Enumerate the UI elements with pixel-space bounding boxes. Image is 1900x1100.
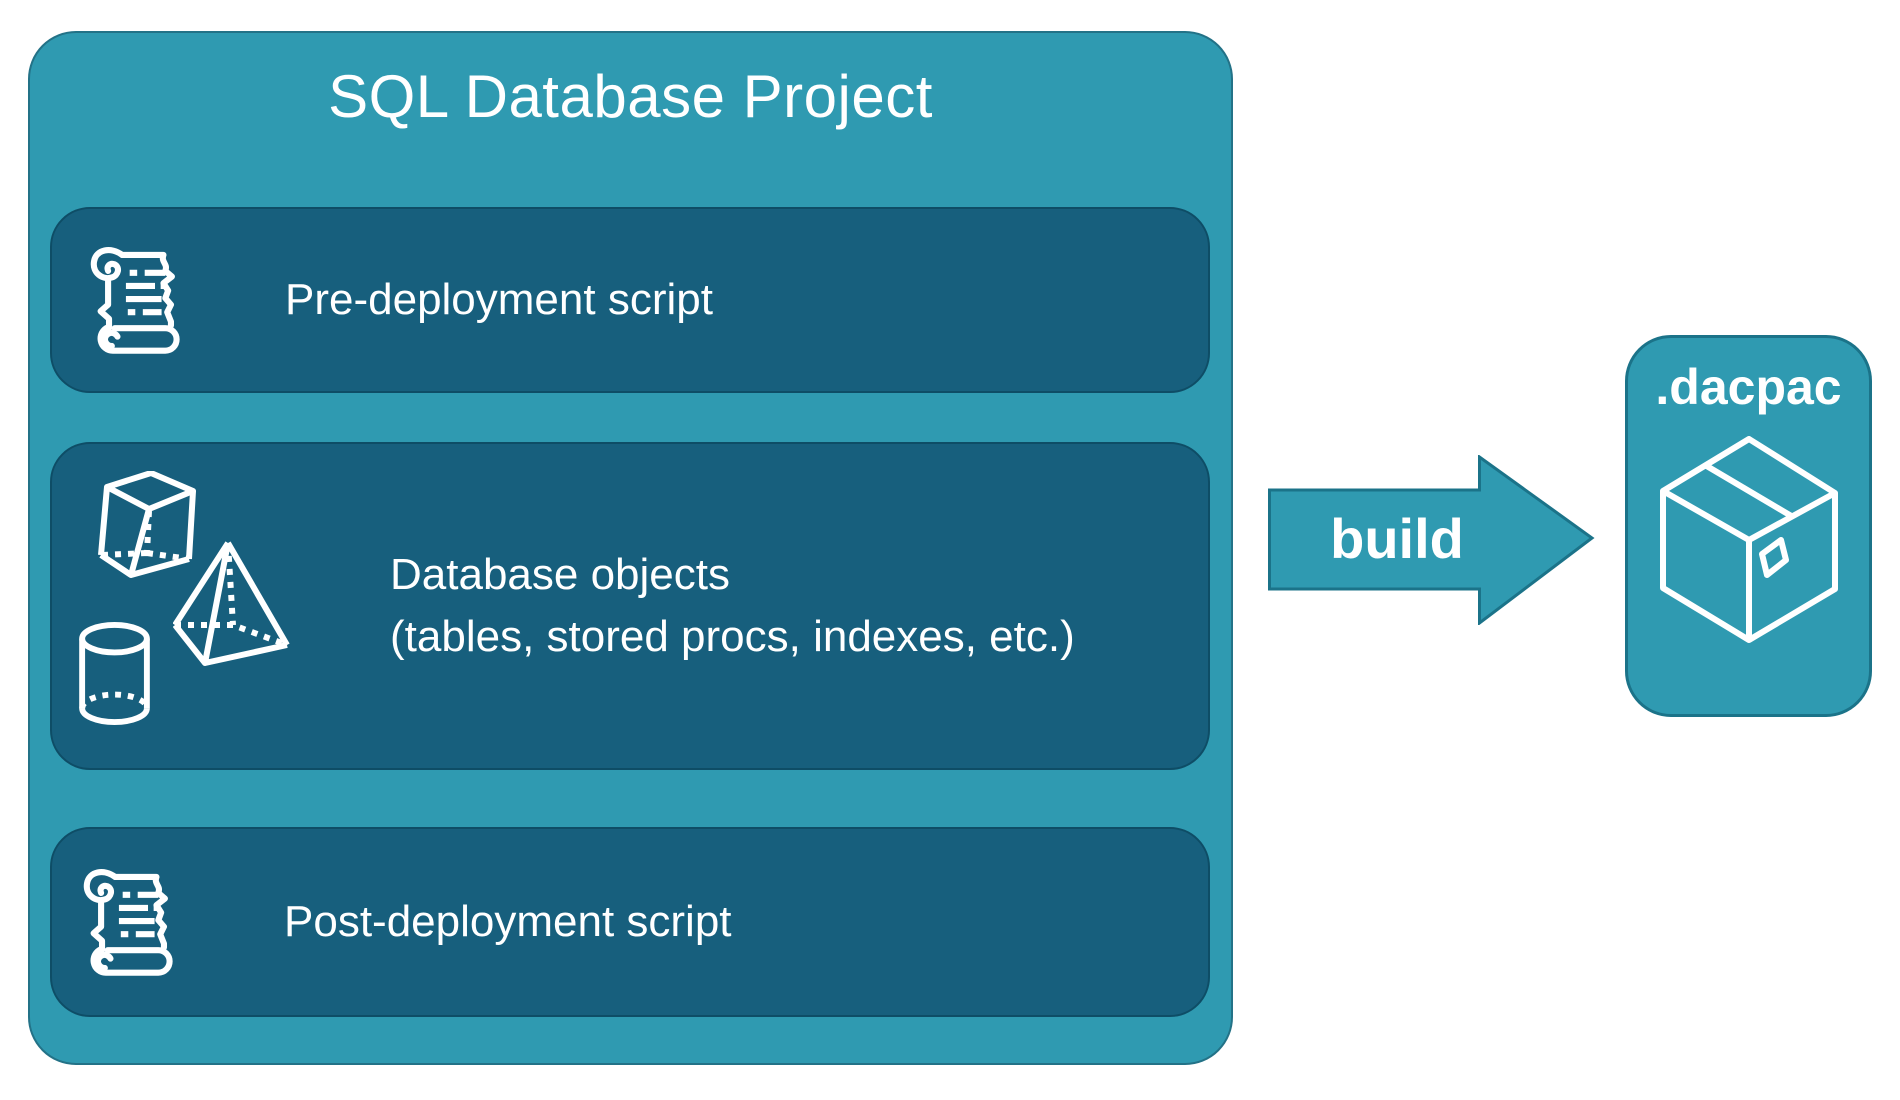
database-objects-row: Database objects (tables, stored procs, … bbox=[50, 442, 1210, 770]
post-deployment-row: Post-deployment script bbox=[50, 827, 1210, 1017]
database-objects-line2: (tables, stored procs, indexes, etc.) bbox=[390, 612, 1075, 661]
post-deployment-label: Post-deployment script bbox=[284, 897, 732, 946]
pyramid-icon bbox=[173, 541, 290, 666]
build-arrow-label: build bbox=[1330, 507, 1464, 570]
sql-database-project-container: SQL Database Project Pre-deployment scri… bbox=[28, 31, 1233, 1065]
project-title: SQL Database Project bbox=[328, 63, 933, 130]
dacpac-output-box: .dacpac bbox=[1625, 335, 1872, 717]
scroll-icon bbox=[83, 869, 173, 976]
database-objects-line1: Database objects bbox=[390, 550, 730, 599]
cylinder-icon bbox=[79, 622, 150, 725]
build-arrow bbox=[1268, 455, 1595, 625]
database-objects-label: Database objects (tables, stored procs, … bbox=[390, 544, 1075, 668]
pre-deployment-row: Pre-deployment script bbox=[50, 207, 1210, 393]
dacpac-label: .dacpac bbox=[1655, 359, 1842, 415]
pre-deployment-label: Pre-deployment script bbox=[285, 275, 713, 324]
scroll-icon bbox=[90, 247, 180, 354]
cube-icon bbox=[98, 471, 196, 578]
package-icon bbox=[1659, 436, 1838, 643]
